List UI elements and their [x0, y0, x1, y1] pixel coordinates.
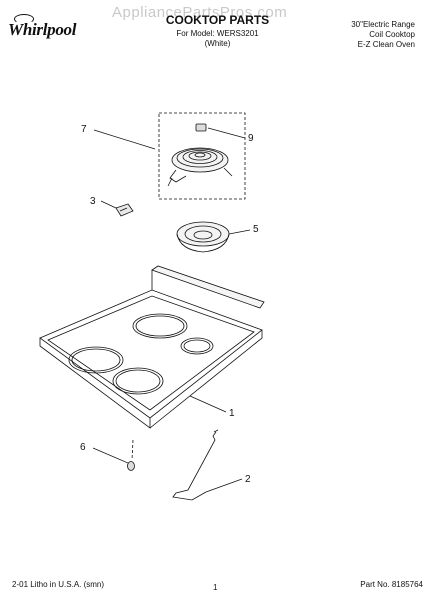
part-5-drip-bowl — [176, 221, 230, 253]
callout-9: 9 — [248, 133, 254, 144]
element-assembly-box — [158, 112, 246, 200]
leader-3 — [100, 200, 117, 209]
part-1-cooktop — [39, 265, 265, 429]
watermark: AppliancePartsPros.com — [112, 4, 288, 21]
leader-6 — [92, 447, 129, 464]
callout-7: 7 — [81, 124, 87, 135]
callout-3: 3 — [90, 196, 96, 207]
description-line-3: E-Z Clean Oven — [357, 40, 415, 49]
color-line: (White) — [204, 39, 231, 48]
footer-litho: 2-01 Litho in U.S.A. (smn) — [12, 580, 105, 589]
leader-5 — [228, 229, 251, 235]
leader-7 — [93, 129, 156, 150]
page-title: COOKTOP PARTS — [165, 13, 270, 27]
footer-page-number: 1 — [213, 583, 218, 592]
part-9-knob — [195, 123, 207, 132]
callout-6: 6 — [80, 442, 86, 453]
callout-5: 5 — [253, 224, 259, 235]
leader-9 — [207, 127, 246, 139]
part-3-terminal-block — [115, 203, 134, 217]
description-line-2: Coil Cooktop — [369, 30, 415, 39]
part-7-surface-element — [167, 147, 233, 187]
footer-part-number: Part No. 8185764 — [360, 580, 423, 589]
model-line: For Model: WERS3201 — [176, 29, 259, 38]
callout-2: 2 — [245, 474, 251, 485]
brand-logo: Whirlpool — [8, 20, 77, 39]
leader-2 — [205, 478, 243, 493]
callout-1: 1 — [229, 408, 235, 419]
part-2-support-rod — [172, 429, 219, 501]
description-line-1: 30"Electric Range — [351, 20, 415, 29]
part-6-bumper — [127, 439, 135, 471]
whirlpool-logo-swoosh-icon — [14, 14, 34, 24]
leader-1 — [189, 395, 227, 413]
